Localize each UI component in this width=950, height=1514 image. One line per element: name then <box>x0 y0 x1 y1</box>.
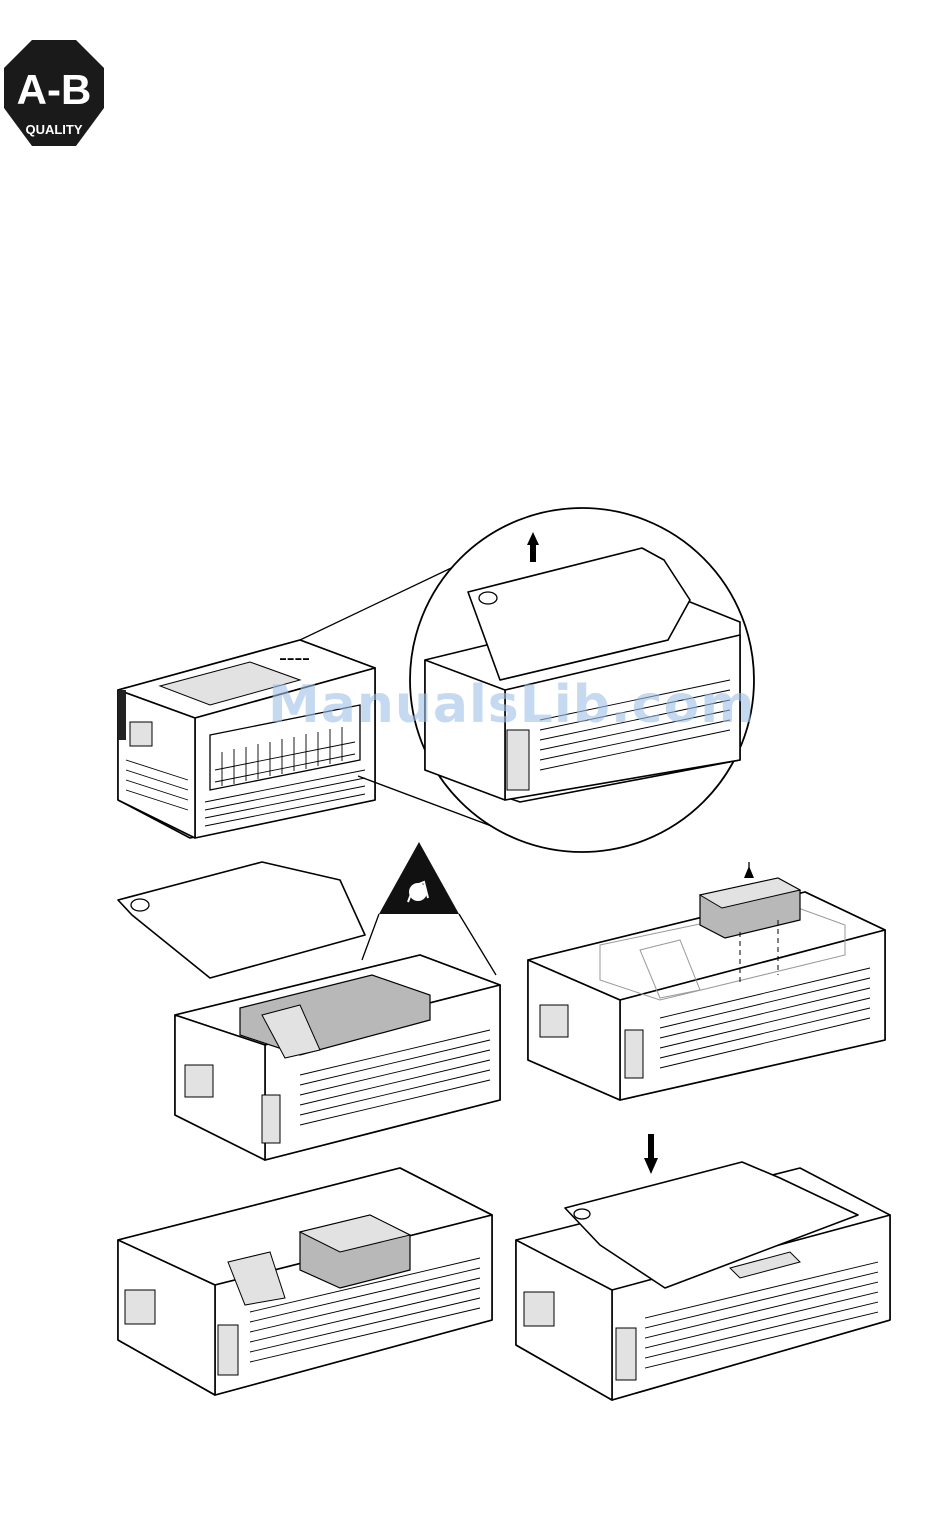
esd-warning-icon <box>362 842 496 975</box>
module-installed-illustration <box>118 1168 492 1395</box>
svg-text:▬ ▬ ▬ ▬: ▬ ▬ ▬ ▬ <box>280 656 309 662</box>
cover-replaced-illustration <box>516 1162 890 1400</box>
arrow-down-icon <box>644 1134 658 1174</box>
watermark-text: ManualsLib.com <box>268 670 708 740</box>
module-insertion-illustration <box>528 862 885 1100</box>
